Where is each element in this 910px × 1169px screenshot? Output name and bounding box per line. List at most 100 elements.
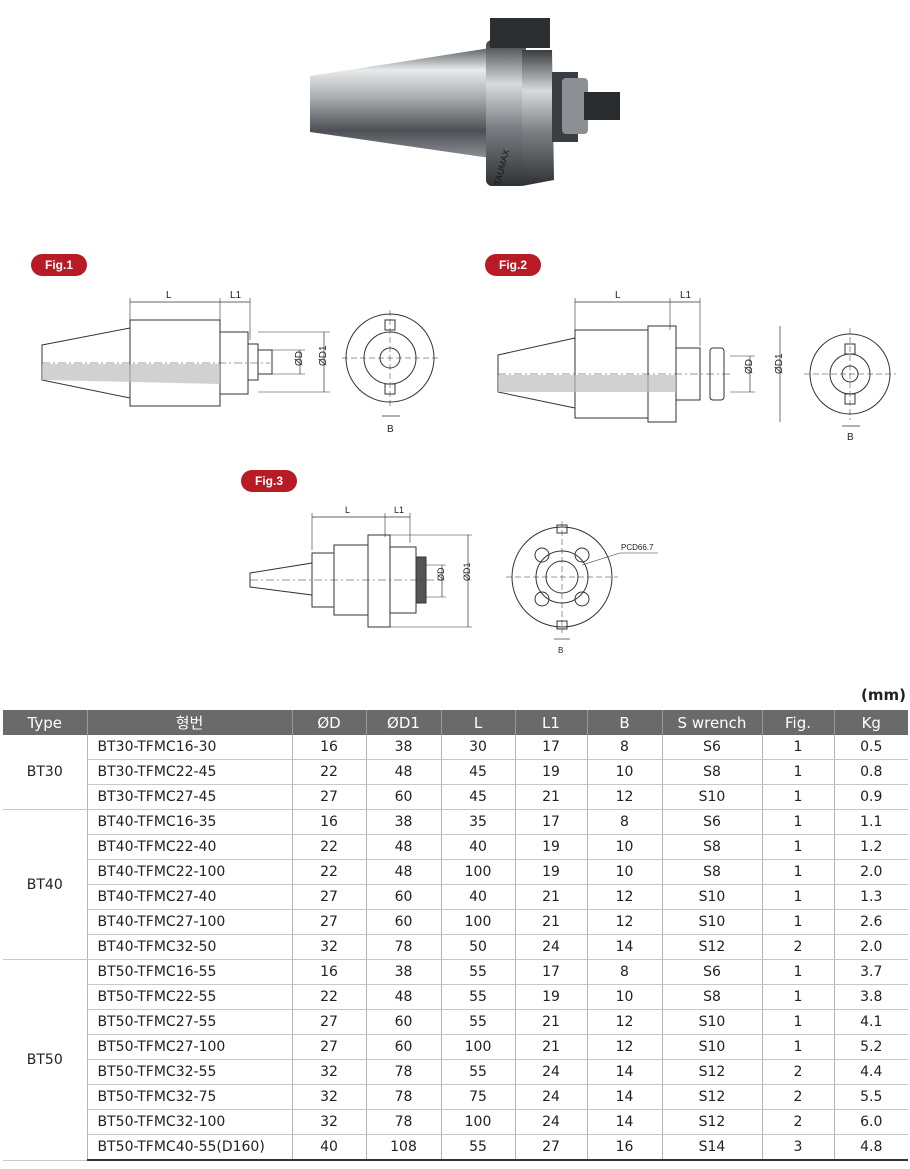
value-cell: 50	[440, 934, 515, 960]
value-cell: 4.8	[833, 1134, 908, 1161]
value-cell: S10	[661, 1009, 762, 1035]
value-cell: 48	[365, 834, 441, 860]
value-cell: 1	[761, 884, 834, 910]
header-model: 형번	[86, 710, 292, 735]
model-cell: BT40-TFMC22-100	[86, 859, 292, 885]
value-cell: 1	[761, 909, 834, 935]
value-cell: 5.5	[833, 1084, 908, 1110]
value-cell: 1.3	[833, 884, 908, 910]
value-cell: 16	[291, 735, 366, 760]
value-cell: 2	[761, 1084, 834, 1110]
value-cell: 100	[440, 1109, 515, 1135]
value-cell: 48	[365, 859, 441, 885]
model-cell: BT40-TFMC22-40	[86, 834, 292, 860]
value-cell: 60	[365, 1034, 441, 1060]
value-cell: S8	[661, 984, 762, 1010]
model-cell: BT50-TFMC32-100	[86, 1109, 292, 1135]
type-cell: BT40	[3, 809, 87, 960]
value-cell: 22	[291, 759, 366, 785]
value-cell: 38	[365, 735, 441, 760]
fig3-drawing: L L1 ØD ØD1 PCD66.7 B	[240, 495, 680, 660]
value-cell: S6	[661, 959, 762, 985]
value-cell: 55	[440, 1009, 515, 1035]
value-cell: 12	[586, 1009, 662, 1035]
value-cell: 75	[440, 1084, 515, 1110]
header-fig: Fig.	[761, 710, 834, 735]
header-type: Type	[3, 710, 87, 735]
value-cell: 40	[440, 884, 515, 910]
value-cell: 48	[365, 759, 441, 785]
header-l: L	[440, 710, 515, 735]
value-cell: S10	[661, 784, 762, 810]
value-cell: 78	[365, 1059, 441, 1085]
value-cell: 12	[586, 909, 662, 935]
value-cell: 1	[761, 959, 834, 985]
value-cell: 8	[586, 735, 662, 760]
value-cell: 38	[365, 959, 441, 985]
value-cell: 16	[291, 809, 366, 835]
value-cell: 0.5	[833, 735, 908, 760]
value-cell: 78	[365, 1109, 441, 1135]
value-cell: 60	[365, 784, 441, 810]
header-od: ØD	[291, 710, 366, 735]
value-cell: 8	[586, 959, 662, 985]
model-cell: BT30-TFMC16-30	[86, 735, 292, 760]
svg-text:B: B	[387, 424, 394, 435]
value-cell: 55	[440, 1134, 515, 1161]
value-cell: 4.1	[833, 1009, 908, 1035]
value-cell: 21	[514, 1034, 587, 1060]
value-cell: S6	[661, 809, 762, 835]
header-b: B	[586, 710, 662, 735]
value-cell: S10	[661, 884, 762, 910]
value-cell: 5.2	[833, 1034, 908, 1060]
value-cell: 3.7	[833, 959, 908, 985]
value-cell: 32	[291, 1059, 366, 1085]
value-cell: 1	[761, 759, 834, 785]
value-cell: 1	[761, 834, 834, 860]
model-cell: BT40-TFMC32-50	[86, 934, 292, 960]
fig1-badge: Fig.1	[31, 254, 87, 276]
model-cell: BT40-TFMC16-35	[86, 809, 292, 835]
value-cell: 6.0	[833, 1109, 908, 1135]
value-cell: S12	[661, 1109, 762, 1135]
header-kg: Kg	[833, 710, 908, 735]
value-cell: 40	[440, 834, 515, 860]
svg-text:L: L	[345, 505, 350, 515]
model-cell: BT50-TFMC32-55	[86, 1059, 292, 1085]
value-cell: 100	[440, 909, 515, 935]
value-cell: 38	[365, 809, 441, 835]
value-cell: 100	[440, 1034, 515, 1060]
type-cell: BT30	[3, 735, 87, 810]
svg-text:PCD66.7: PCD66.7	[621, 543, 654, 552]
value-cell: 24	[514, 1059, 587, 1085]
value-cell: 10	[586, 859, 662, 885]
table-header-row: Type 형번 ØD ØD1 L L1 B S wrench Fig. Kg	[3, 710, 908, 735]
value-cell: 35	[440, 809, 515, 835]
value-cell: 108	[365, 1134, 441, 1161]
model-cell: BT50-TFMC22-55	[86, 984, 292, 1010]
value-cell: 10	[586, 984, 662, 1010]
fig2-badge: Fig.2	[485, 254, 541, 276]
value-cell: 2.0	[833, 859, 908, 885]
svg-text:L: L	[615, 290, 621, 301]
value-cell: 21	[514, 909, 587, 935]
value-cell: 12	[586, 1034, 662, 1060]
value-cell: 1	[761, 1034, 834, 1060]
value-cell: 1.1	[833, 809, 908, 835]
value-cell: 30	[440, 735, 515, 760]
model-cell: BT30-TFMC22-45	[86, 759, 292, 785]
value-cell: 17	[514, 959, 587, 985]
value-cell: 0.8	[833, 759, 908, 785]
value-cell: 1	[761, 984, 834, 1010]
fig3-badge: Fig.3	[241, 470, 297, 492]
value-cell: 21	[514, 1009, 587, 1035]
